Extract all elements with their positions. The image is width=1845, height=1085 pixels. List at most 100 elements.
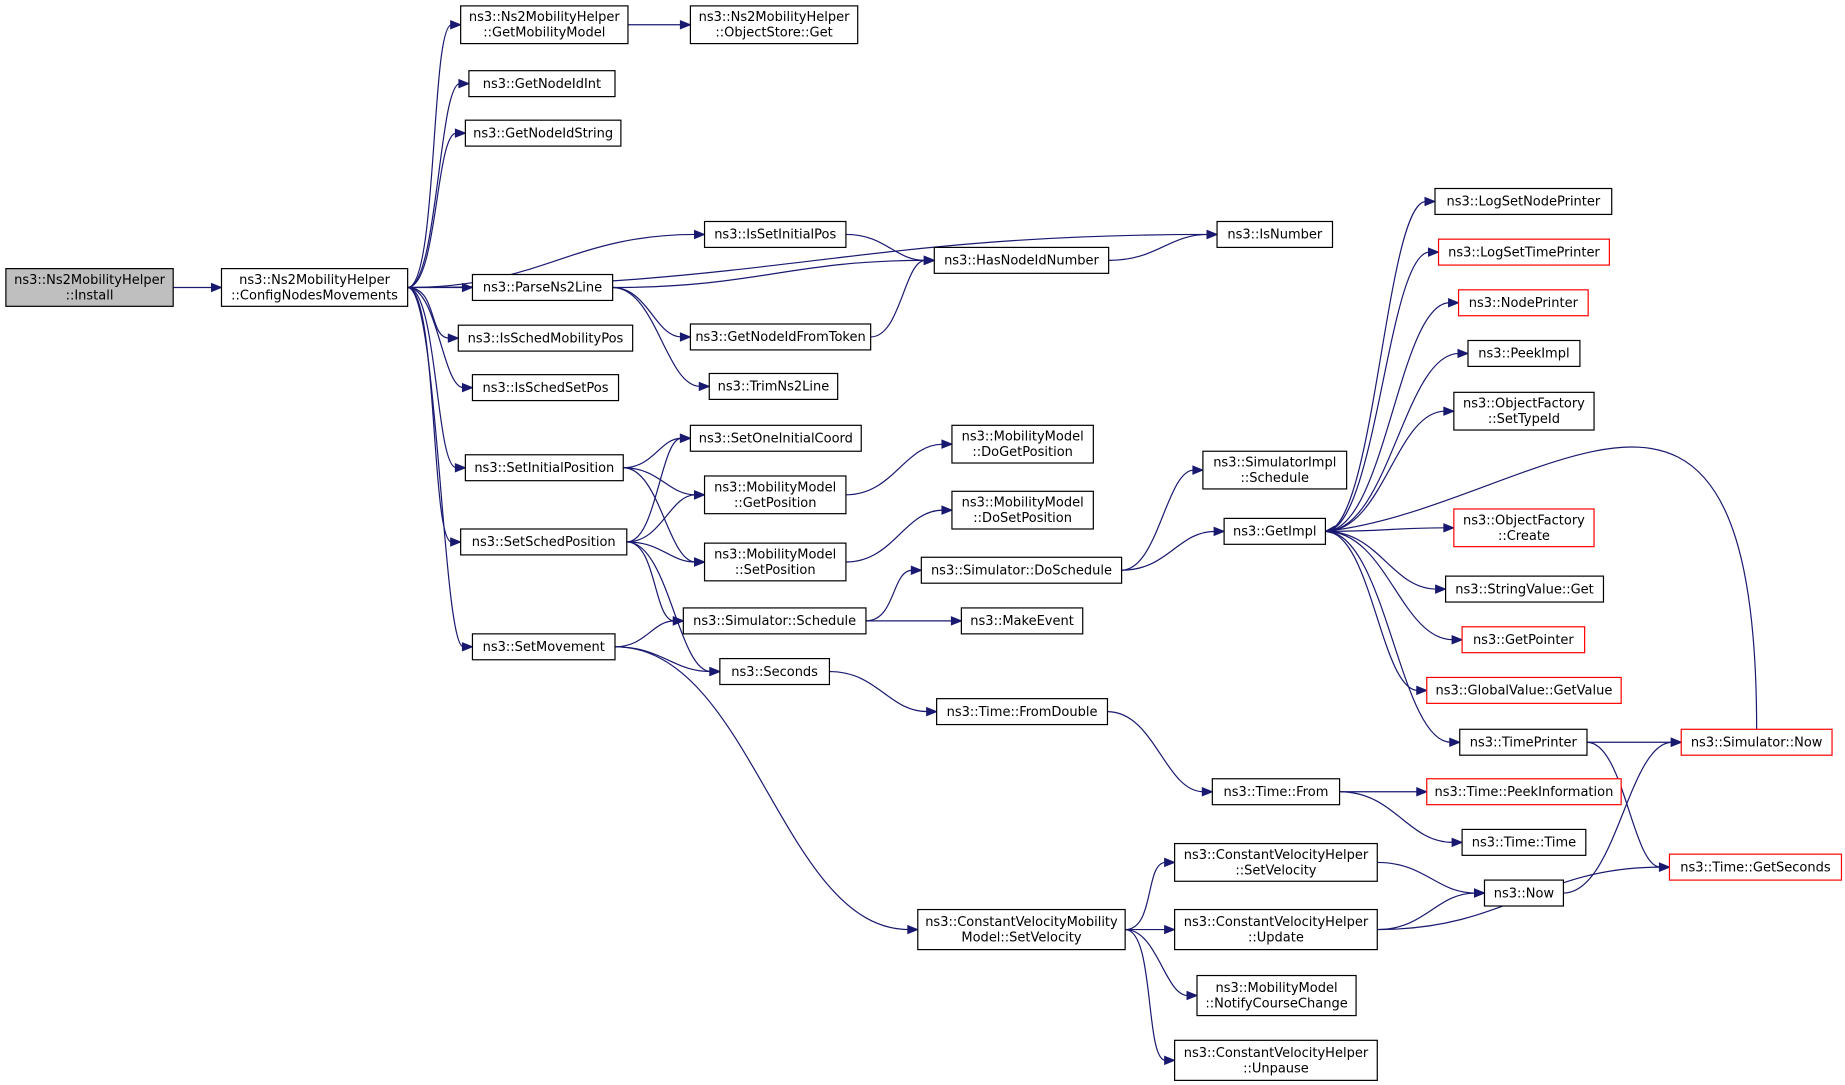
- node-objfact_settype[interactable]: ns3::ObjectFactory::SetTypeId: [1453, 391, 1595, 431]
- node-setmovement[interactable]: ns3::SetMovement: [471, 633, 616, 661]
- edge-line: [626, 541, 675, 622]
- edge-arrowhead: [461, 282, 474, 293]
- node-trimns2[interactable]: ns3::TrimNs2Line: [708, 372, 839, 400]
- node-box: [703, 220, 847, 249]
- node-box: [1459, 728, 1588, 756]
- node-stringvalue[interactable]: ns3::StringValue::Get: [1445, 575, 1605, 603]
- node-box: [1461, 828, 1587, 856]
- edge-arrowhead: [950, 616, 963, 626]
- node-getimpl[interactable]: ns3::GetImpl: [1223, 517, 1327, 545]
- node-label: ns3::Seconds: [731, 665, 818, 680]
- node-time_from[interactable]: ns3::Time::From: [1211, 778, 1341, 806]
- node-label: Model::SetVelocity: [961, 931, 1081, 946]
- node-mm_dogetpos[interactable]: ns3::MobilityModel::DoGetPosition: [951, 424, 1094, 464]
- node-label: ns3::ParseNs2Line: [483, 281, 602, 296]
- node-objfact_create[interactable]: ns3::ObjectFactory::Create: [1453, 508, 1595, 548]
- edge-line: [1563, 741, 1673, 894]
- node-time_fromdouble[interactable]: ns3::Time::FromDouble: [936, 698, 1109, 726]
- edge-line: [1121, 469, 1194, 571]
- node-peekimpl[interactable]: ns3::PeekImpl: [1467, 339, 1581, 368]
- node-setoneinitial[interactable]: ns3::SetOneInitialCoord: [689, 424, 862, 452]
- node-box: [1174, 908, 1378, 951]
- node-label: ns3::PeekImpl: [1478, 347, 1569, 362]
- node-install[interactable]: ns3::Ns2MobilityHelper::Install: [5, 268, 174, 307]
- node-globalvalue[interactable]: ns3::GlobalValue::GetValue: [1426, 676, 1622, 704]
- node-logsettime[interactable]: ns3::LogSetTimePrinter: [1437, 238, 1610, 266]
- node-hasnodeid[interactable]: ns3::HasNodeIdNumber: [933, 246, 1110, 274]
- node-makeevent[interactable]: ns3::MakeEvent: [960, 607, 1084, 635]
- node-cvmm_setvel[interactable]: ns3::ConstantVelocityMobilityModel::SetV…: [917, 908, 1126, 951]
- node-logsetnode[interactable]: ns3::LogSetNodePrinter: [1434, 187, 1613, 216]
- node-mm_getpos[interactable]: ns3::MobilityModel::GetPosition: [703, 475, 847, 515]
- edge-line: [1125, 928, 1189, 997]
- node-getmob[interactable]: ns3::Ns2MobilityHelper::GetMobilityModel: [460, 5, 629, 45]
- node-setinitialpos[interactable]: ns3::SetInitialPosition: [464, 454, 624, 482]
- edge-config-to-parsens2: [407, 282, 474, 293]
- edge-line: [1377, 861, 1476, 894]
- node-mm_setpos[interactable]: ns3::MobilityModel::SetPosition: [703, 542, 847, 582]
- node-objstore[interactable]: ns3::Ns2MobilityHelper::ObjectStore::Get: [689, 5, 859, 45]
- node-isschedmob[interactable]: ns3::IsSchedMobilityPos: [457, 324, 634, 352]
- node-time_peek[interactable]: ns3::Time::PeekInformation: [1426, 778, 1622, 806]
- node-time_getsec[interactable]: ns3::Time::GetSeconds: [1668, 853, 1843, 881]
- node-isschedset[interactable]: ns3::IsSchedSetPos: [471, 374, 620, 402]
- node-sim_dosched[interactable]: ns3::Simulator::DoSchedule: [920, 556, 1123, 584]
- node-label: ns3::Time::FromDouble: [947, 705, 1098, 720]
- node-issetinitial[interactable]: ns3::IsSetInitialPos: [703, 220, 847, 249]
- node-label: ns3::GetPointer: [1473, 633, 1574, 648]
- node-cvh_setvel[interactable]: ns3::ConstantVelocityHelper::SetVelocity: [1174, 842, 1378, 882]
- edge-seconds-to-time_fromdouble: [829, 670, 938, 717]
- edge-arrowhead: [694, 490, 706, 500]
- node-simimpl_sched[interactable]: ns3::SimulatorImpl::Schedule: [1202, 450, 1348, 490]
- node-cvh_update[interactable]: ns3::ConstantVelocityHelper::Update: [1174, 908, 1378, 951]
- node-label: ns3::GetNodeIdInt: [483, 77, 601, 92]
- node-getnodeidstring[interactable]: ns3::GetNodeIdString: [464, 119, 622, 147]
- edge-cvmm_setvel-to-cvh_update: [1125, 924, 1176, 935]
- node-time_time[interactable]: ns3::Time::Time: [1461, 828, 1587, 856]
- node-parsens2[interactable]: ns3::ParseNs2Line: [471, 273, 614, 302]
- node-label: ns3::NodePrinter: [1469, 296, 1579, 311]
- node-label: ns3::ConstantVelocityHelper: [1184, 848, 1369, 863]
- node-setschedpos[interactable]: ns3::SetSchedPosition: [460, 528, 628, 556]
- node-mm_dosetpos[interactable]: ns3::MobilityModel::DoSetPosition: [951, 490, 1094, 530]
- edge-line: [623, 467, 696, 496]
- node-label: ns3::SetMovement: [483, 640, 605, 655]
- edge-config-to-getnodeidstring: [407, 128, 467, 289]
- node-label: ns3::GetImpl: [1233, 525, 1317, 540]
- node-config[interactable]: ns3::Ns2MobilityHelper::ConfigNodesMovem…: [220, 268, 409, 307]
- node-isnumber[interactable]: ns3::IsNumber: [1216, 220, 1334, 249]
- node-now[interactable]: ns3::Now: [1483, 879, 1565, 907]
- node-box: [464, 454, 624, 482]
- node-label: ns3::Time::From: [1224, 785, 1329, 800]
- node-box: [460, 5, 629, 45]
- node-mm_notify[interactable]: ns3::MobilityModel::NotifyCourseChange: [1196, 974, 1357, 1017]
- node-nodeprinter[interactable]: ns3::NodePrinter: [1457, 289, 1589, 317]
- edge-arrowhead: [1443, 523, 1456, 533]
- edge-time_from-to-time_time: [1339, 791, 1464, 848]
- node-label: ns3::ConstantVelocityMobility: [925, 915, 1118, 930]
- edge-arrowhead: [679, 20, 692, 30]
- node-label: ::SetVelocity: [1235, 863, 1316, 878]
- node-getnodeidint[interactable]: ns3::GetNodeIdInt: [468, 70, 616, 98]
- node-sim_sched[interactable]: ns3::Simulator::Schedule: [682, 607, 867, 635]
- node-box: [689, 5, 859, 45]
- node-box: [689, 424, 862, 452]
- edge-timeprinter-to-sim_now: [1586, 737, 1683, 747]
- node-getnodeidtoken[interactable]: ns3::GetNodeIdFromToken: [689, 323, 872, 351]
- node-getpointer[interactable]: ns3::GetPointer: [1461, 626, 1586, 654]
- edge-line: [1121, 530, 1216, 571]
- node-box: [951, 490, 1094, 530]
- node-label: ::Schedule: [1241, 471, 1310, 486]
- node-sim_now[interactable]: ns3::Simulator::Now: [1680, 728, 1833, 756]
- node-cvh_unpause[interactable]: ns3::ConstantVelocityHelper::Unpause: [1174, 1039, 1378, 1081]
- node-label: ns3::ObjectFactory: [1463, 513, 1585, 528]
- node-label: ns3::MakeEvent: [970, 614, 1074, 629]
- edge-getimpl-to-logsettime: [1325, 247, 1440, 532]
- edge-getimpl-to-objfact_create: [1325, 523, 1456, 533]
- node-label: ns3::Ns2MobilityHelper: [699, 10, 850, 25]
- edge-cvmm_setvel-to-cvh_setvel: [1125, 857, 1176, 931]
- node-seconds[interactable]: ns3::Seconds: [719, 657, 831, 686]
- node-timeprinter[interactable]: ns3::TimePrinter: [1459, 728, 1588, 756]
- edge-line: [1325, 530, 1437, 590]
